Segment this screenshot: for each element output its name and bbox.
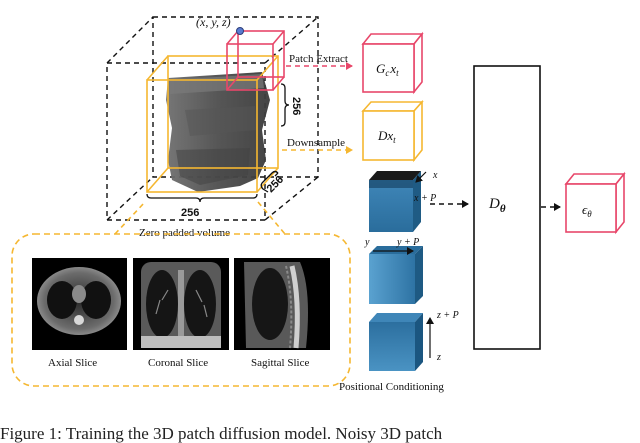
decoder-label: Dθ	[488, 196, 506, 215]
callout-line-left	[114, 201, 146, 235]
downsample-output-label: Dxt	[377, 128, 396, 145]
position-cube-y	[369, 246, 423, 304]
dim-right-label: 256	[290, 97, 302, 115]
pos-z-bottom: z	[436, 352, 441, 363]
pos-x-bottom: x + P	[413, 193, 436, 204]
dim-brace-right	[280, 83, 290, 127]
downsample-label: Downsample	[287, 137, 345, 149]
downsample-cube	[146, 55, 279, 193]
patch-cube	[226, 30, 285, 91]
pos-y-right: y + P	[396, 237, 419, 248]
noise-output-label: ϵθ	[582, 202, 592, 219]
coord-node	[236, 27, 244, 35]
sagittal-slice-image	[234, 258, 330, 350]
volume-caption: Zero padded volume	[139, 227, 230, 239]
coord-label: (x, y, z)	[196, 15, 231, 29]
dim-bottom-label: 256	[181, 207, 199, 219]
position-cube-z	[369, 313, 423, 371]
position-cube-x	[369, 171, 421, 232]
pos-y-left: y	[364, 237, 370, 248]
decoder-box	[473, 65, 541, 350]
ct-volume-render	[166, 72, 270, 192]
dim-brace-depth	[260, 170, 279, 193]
callout-line-right	[257, 201, 286, 235]
sagittal-slice-label: Sagittal Slice	[251, 357, 309, 369]
dim-brace-bottom	[146, 193, 258, 203]
patch-output-label: Gcxt	[376, 61, 399, 78]
downsample-output-cube	[361, 99, 424, 163]
pos-z-top: z + P	[436, 310, 459, 321]
coronal-slice-label: Coronal Slice	[148, 357, 208, 369]
patch-extract-label: Patch Extract	[289, 53, 348, 65]
coronal-slice-image	[133, 258, 229, 350]
figure-caption: Figure 1: Training the 3D patch diffusio…	[0, 424, 443, 443]
axial-slice-image	[32, 258, 127, 350]
positional-conditioning-label: Positional Conditioning	[339, 381, 444, 393]
noise-output-cube	[564, 171, 626, 235]
slices-panel	[11, 233, 351, 387]
pos-x-arrow	[415, 171, 427, 183]
axial-slice-label: Axial Slice	[48, 357, 97, 369]
pos-x-top: x	[432, 170, 438, 181]
patch-output-cube	[361, 31, 424, 95]
